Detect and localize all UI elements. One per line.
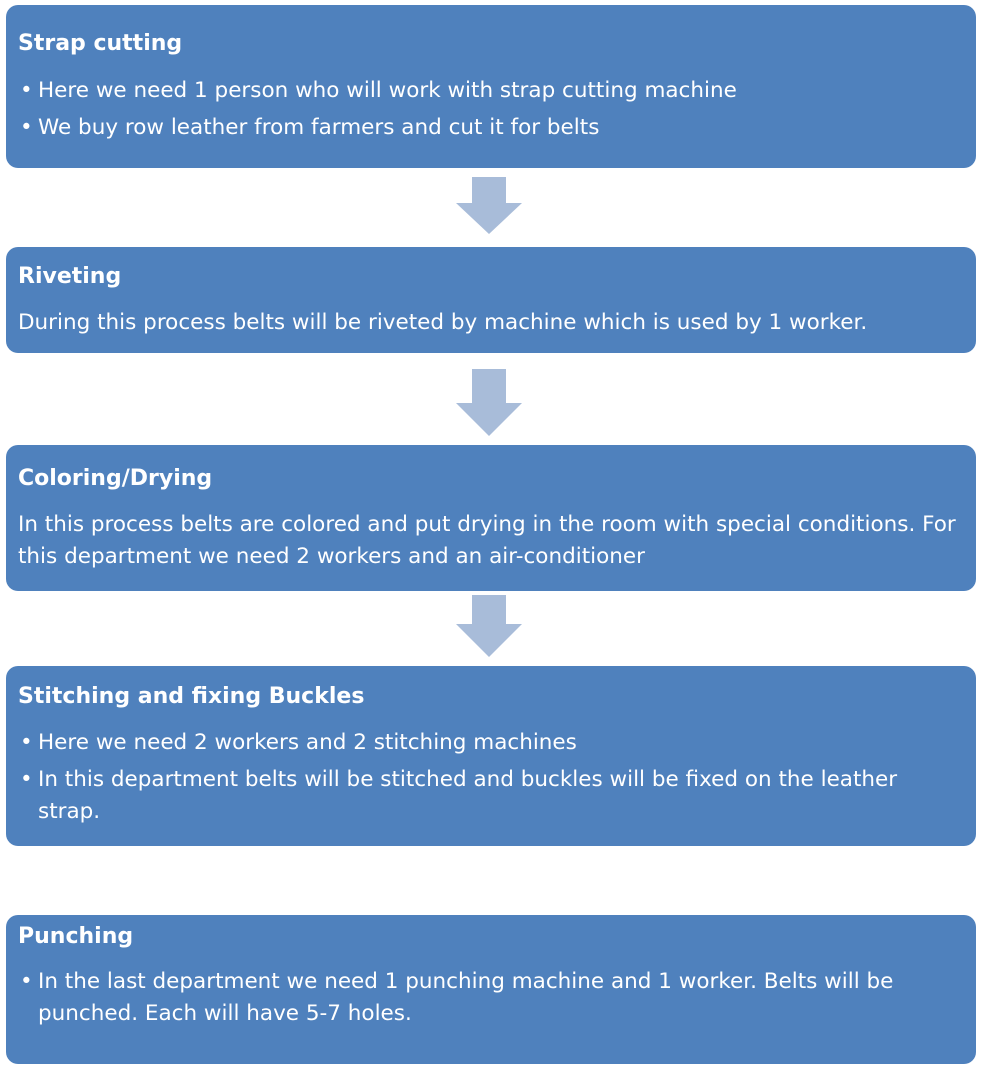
down-arrow-icon	[456, 369, 522, 436]
bullet-list: Here we need 1 person who will work with…	[18, 75, 964, 144]
arrow-shape	[456, 369, 522, 436]
bullet-item: Here we need 2 workers and 2 stitching m…	[18, 727, 964, 759]
step-title: Stitching and fixing Buckles	[18, 684, 365, 709]
arrow-shape	[456, 595, 522, 657]
step-body: Here we need 2 workers and 2 stitching m…	[18, 727, 964, 833]
step-text: In this process belts are colored and pu…	[18, 512, 956, 569]
step-body: Here we need 1 person who will work with…	[18, 75, 964, 149]
arrow-shape	[456, 177, 522, 234]
bullet-item: In the last department we need 1 punchin…	[18, 966, 964, 1030]
down-arrow-icon	[456, 177, 522, 234]
bullet-list: Here we need 2 workers and 2 stitching m…	[18, 727, 964, 828]
step-box-strap-cutting: Strap cutting Here we need 1 person who …	[6, 5, 976, 168]
step-title: Strap cutting	[18, 31, 183, 56]
step-box-coloring-drying: Coloring/Drying In this process belts ar…	[6, 445, 976, 591]
step-box-punching: Punching In the last department we need …	[6, 915, 976, 1064]
step-title: Riveting	[18, 264, 122, 289]
bullet-list: In the last department we need 1 punchin…	[18, 966, 964, 1030]
bullet-item: Here we need 1 person who will work with…	[18, 75, 964, 107]
down-arrow-icon	[456, 595, 522, 657]
bullet-item: In this department belts will be stitche…	[18, 764, 964, 828]
step-body: In the last department we need 1 punchin…	[18, 966, 964, 1035]
step-title: Coloring/Drying	[18, 466, 213, 491]
bullet-item: We buy row leather from farmers and cut …	[18, 112, 964, 144]
step-body: In this process belts are colored and pu…	[18, 509, 964, 573]
step-body: During this process belts will be rivete…	[18, 307, 964, 339]
step-box-stitching-buckles: Stitching and fixing Buckles Here we nee…	[6, 666, 976, 846]
step-text: During this process belts will be rivete…	[18, 310, 868, 335]
step-title: Punching	[18, 924, 134, 949]
step-box-riveting: Riveting During this process belts will …	[6, 247, 976, 353]
